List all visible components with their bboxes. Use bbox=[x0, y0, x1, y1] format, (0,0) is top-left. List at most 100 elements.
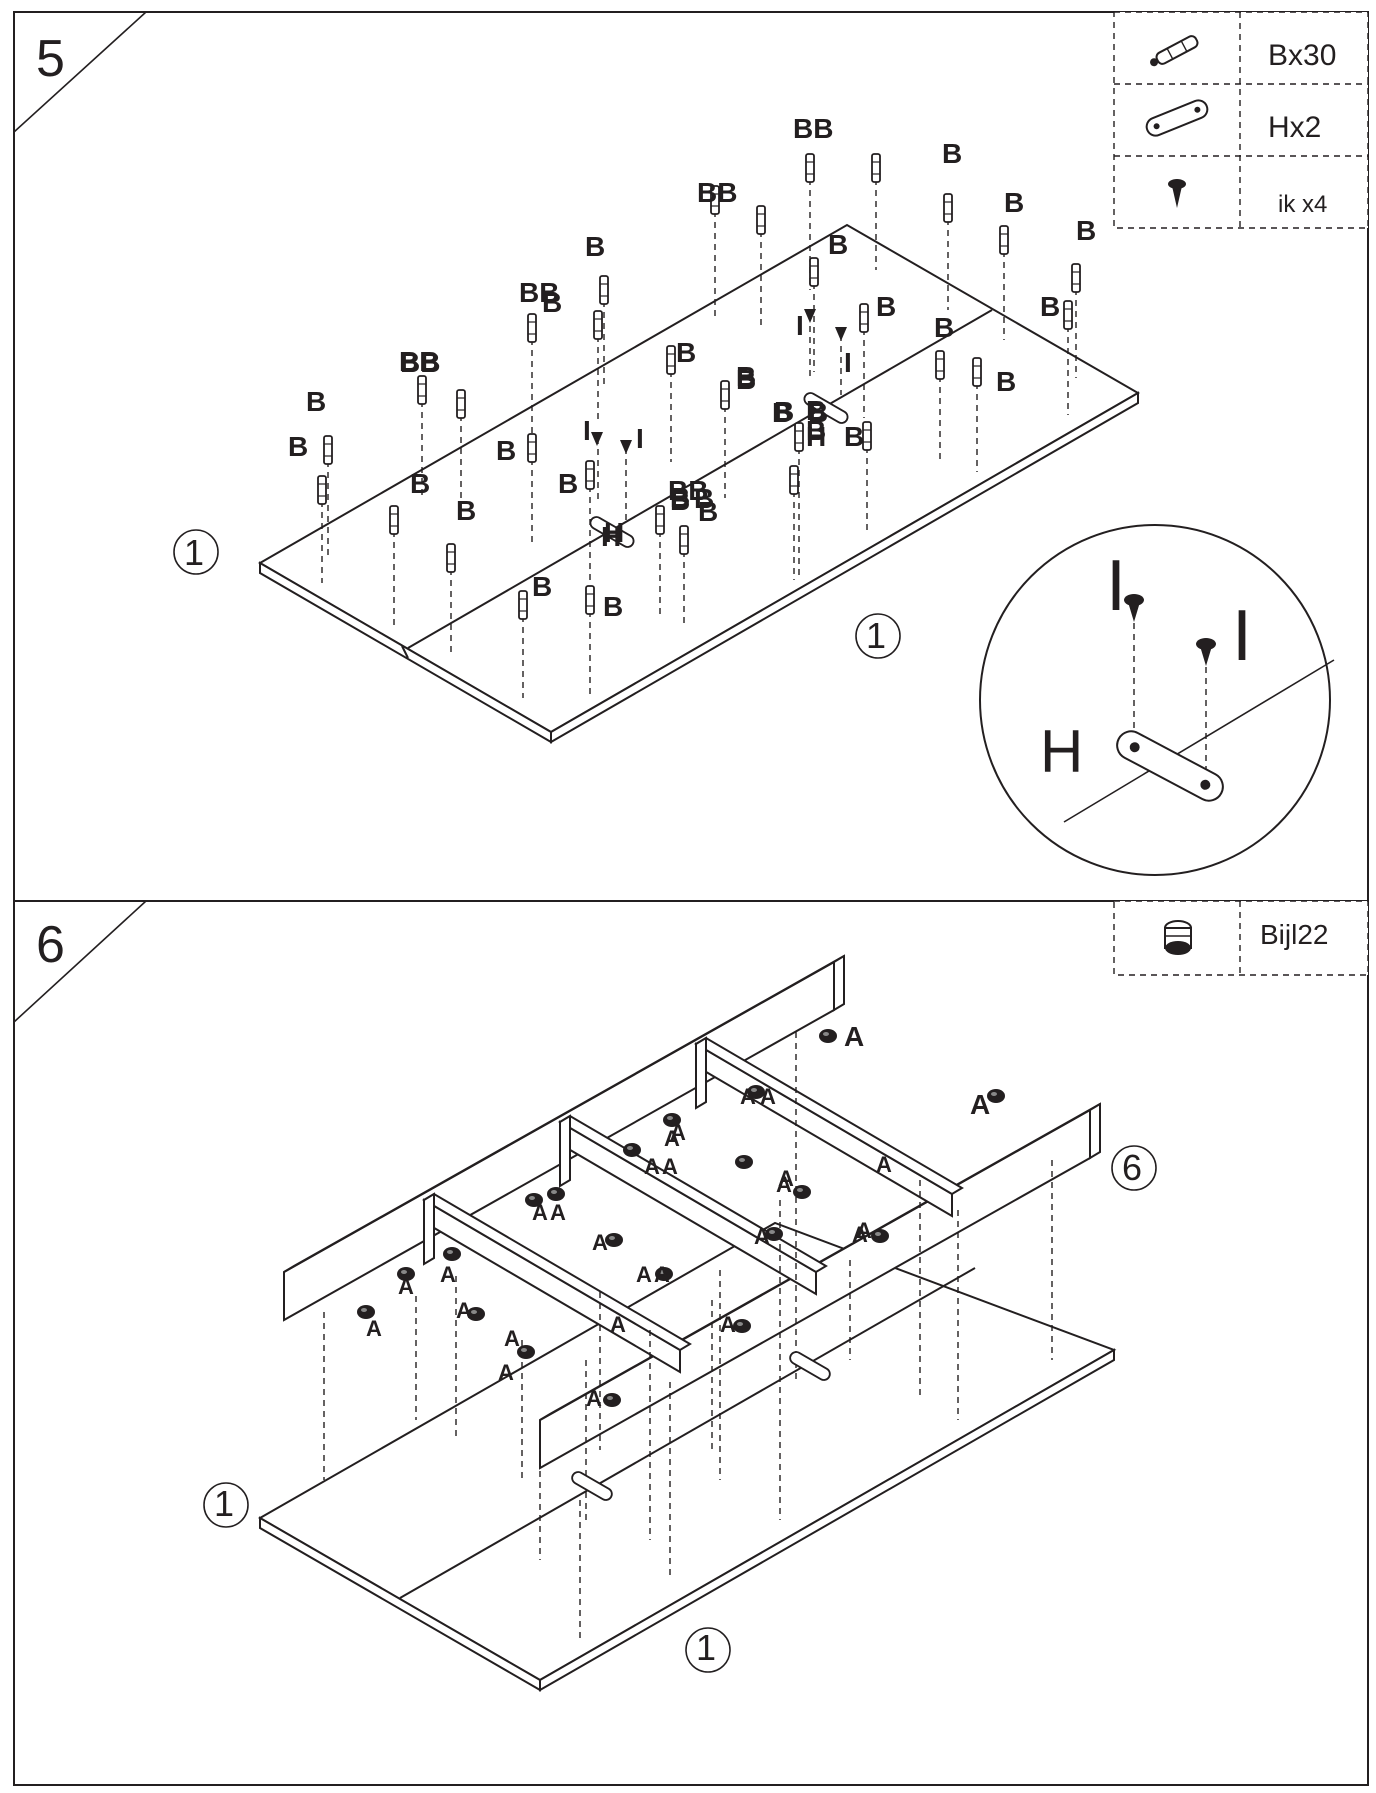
hardware-label: A bbox=[970, 1089, 990, 1120]
hardware-label: A bbox=[456, 1298, 472, 1323]
hardware-label: A bbox=[532, 1200, 548, 1225]
connector-plate-icon bbox=[1116, 730, 1224, 802]
hardware-label: A bbox=[844, 1021, 864, 1052]
screw-icon bbox=[1168, 179, 1186, 208]
hardware-label: A bbox=[654, 1262, 670, 1287]
hardware-label: B bbox=[806, 415, 826, 446]
tabletop-panel-drawing bbox=[258, 223, 1140, 744]
hardware-label: H bbox=[604, 517, 624, 548]
hardware-label: B bbox=[828, 229, 848, 260]
connector-plates bbox=[589, 392, 849, 548]
hardware-label: I bbox=[844, 347, 852, 378]
panel-callout-1b: 1 bbox=[866, 615, 886, 656]
hardware-label: B bbox=[532, 571, 552, 602]
hardware-label: B bbox=[1004, 187, 1024, 218]
step-number: 6 bbox=[36, 916, 65, 974]
callout-circle bbox=[855, 613, 901, 659]
hardware-label: A bbox=[644, 1154, 660, 1179]
callout-circle bbox=[1111, 1145, 1157, 1191]
hardware-label: B bbox=[996, 366, 1016, 397]
hardware-label: A bbox=[662, 1154, 678, 1179]
parts-legend: Bx30 Hx2 ik x4 bbox=[1113, 11, 1369, 229]
hardware-label: B bbox=[456, 495, 476, 526]
hardware-label: A bbox=[740, 1084, 756, 1109]
detail-magnifier: I I H bbox=[979, 524, 1335, 876]
hardware-label: BB bbox=[697, 177, 737, 208]
hardware-label: B bbox=[934, 312, 954, 343]
hardware-label: B bbox=[1040, 291, 1060, 322]
hardware-label: BB bbox=[399, 346, 439, 377]
hardware-label: B bbox=[585, 231, 605, 262]
hardware-label: A bbox=[776, 1172, 792, 1197]
hardware-label: A bbox=[760, 1084, 776, 1109]
hardware-label: A bbox=[856, 1218, 872, 1243]
callout-circle bbox=[685, 1627, 731, 1673]
hardware-label: A bbox=[550, 1200, 566, 1225]
hardware-label: B bbox=[1076, 215, 1096, 246]
hardware-label: A bbox=[636, 1262, 652, 1287]
hardware-label: A bbox=[498, 1360, 514, 1385]
hardware-label: B bbox=[670, 482, 690, 513]
tabletop-panel-drawing bbox=[257, 1221, 1117, 1692]
hardware-label: A bbox=[670, 1120, 686, 1145]
hardware-label: I bbox=[636, 423, 644, 454]
hardware-label: B bbox=[542, 287, 562, 318]
screw-icon bbox=[1124, 594, 1144, 622]
hardware-label: BB bbox=[793, 113, 833, 144]
hardware-label: B bbox=[844, 421, 864, 452]
legend-label-plate: Hx2 bbox=[1268, 111, 1321, 144]
hardware-label: I bbox=[796, 310, 804, 341]
hardware-label: B bbox=[942, 138, 962, 169]
hardware-label: B bbox=[808, 397, 828, 428]
connector-plates bbox=[571, 1351, 831, 1501]
step-5-panel: 5 Bx30 Hx2 ik x4 bbox=[13, 11, 1369, 902]
hardware-labels-step5: BB BB B BB B BB B B B B B B B B B B B B … bbox=[288, 113, 1096, 622]
hardware-label: B bbox=[496, 435, 516, 466]
legend-label-screw: ik x4 bbox=[1278, 191, 1327, 218]
hardware-label: B bbox=[603, 591, 623, 622]
hardware-label: A bbox=[398, 1274, 414, 1299]
detail-label-plate: H bbox=[1040, 718, 1083, 785]
dowel-guides bbox=[323, 1032, 1053, 1640]
callout-circle bbox=[173, 529, 219, 575]
panel-callout-1c: 1 bbox=[214, 1483, 234, 1524]
hardware-label: B bbox=[736, 361, 756, 392]
parts-legend: Bijl22 bbox=[1113, 900, 1369, 976]
hardware-label: B bbox=[410, 468, 430, 499]
panel-callout-1d: 1 bbox=[696, 1627, 716, 1668]
cam-lock-icon bbox=[1164, 920, 1192, 955]
step-6-panel: 6 Bijl22 bbox=[13, 900, 1369, 1786]
detail-label-screw: I bbox=[1232, 596, 1252, 676]
hardware-label: A bbox=[610, 1312, 626, 1337]
hardware-label: H bbox=[601, 521, 621, 552]
hardware-label: B bbox=[558, 468, 578, 499]
hardware-label: A bbox=[876, 1152, 892, 1177]
hardware-label: A bbox=[592, 1230, 608, 1255]
hardware-label: H bbox=[806, 421, 826, 452]
hardware-label: BB bbox=[668, 475, 708, 506]
hardware-labels-step6: A A A A A A A A A A A A A A A A A A A A … bbox=[366, 1021, 990, 1411]
hardware-label: A bbox=[366, 1316, 382, 1341]
hardware-label: A bbox=[504, 1326, 520, 1351]
hardware-label: B bbox=[772, 397, 792, 428]
panel-callout-1a: 1 bbox=[184, 532, 204, 573]
hardware-label: A bbox=[440, 1262, 456, 1287]
hardware-label: A bbox=[778, 1166, 794, 1191]
detail-label-screw: I bbox=[1106, 546, 1126, 626]
hardware-label: B bbox=[288, 431, 308, 462]
hardware-label: B bbox=[694, 483, 714, 514]
hardware-label: B bbox=[806, 395, 826, 426]
hardware-label: B bbox=[876, 291, 896, 322]
dowel-pin-icon bbox=[1150, 35, 1199, 67]
hardware-label: B bbox=[698, 496, 718, 527]
screw-icon bbox=[1196, 638, 1216, 666]
dowel-pin bbox=[323, 435, 333, 465]
hardware-label: I bbox=[583, 415, 591, 446]
hardware-label: B bbox=[670, 485, 690, 516]
hardware-label: B bbox=[774, 396, 794, 427]
panel-callout-6: 6 bbox=[1122, 1147, 1142, 1188]
callout-circle bbox=[203, 1482, 249, 1528]
hardware-label: B bbox=[736, 364, 756, 395]
hardware-label: A bbox=[720, 1312, 736, 1337]
